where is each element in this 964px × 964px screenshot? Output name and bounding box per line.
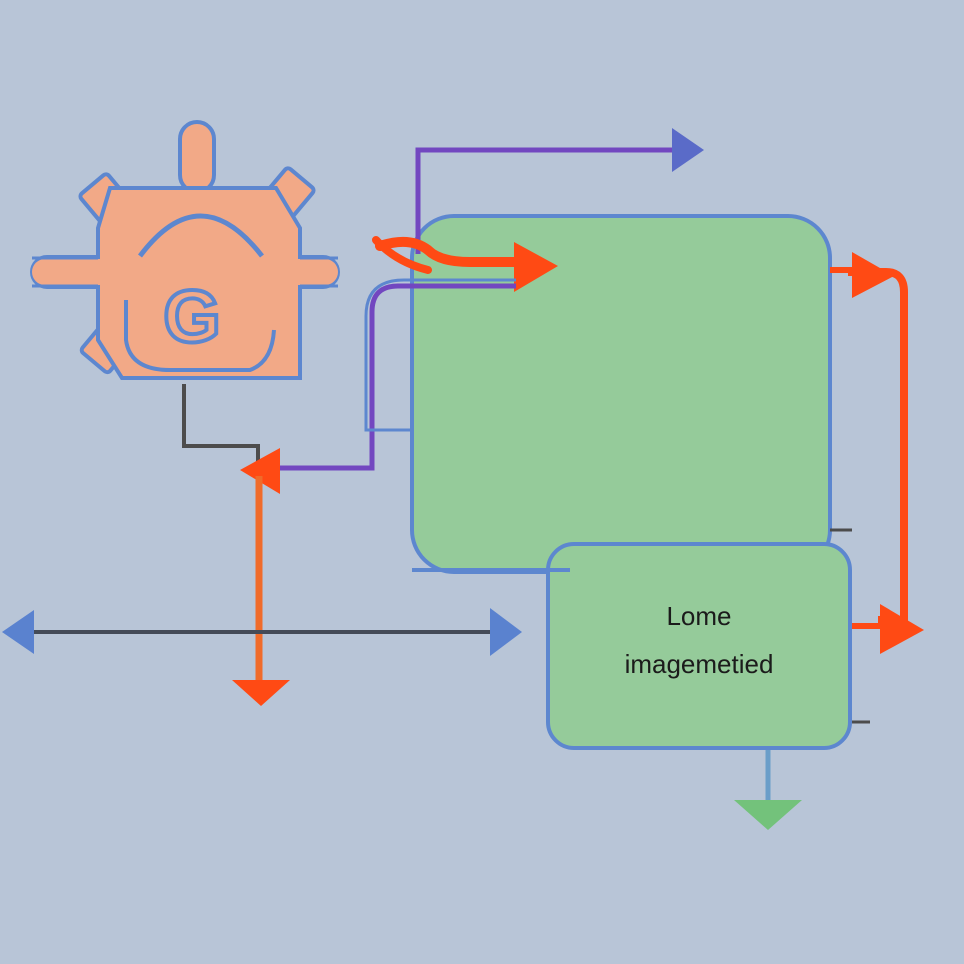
large-process-box [410,214,832,574]
purple-left-connector [262,278,516,471]
gear-g-icon: G [30,120,340,380]
gear-letter: G [163,275,221,358]
text-box [546,542,852,750]
text-box-label: Lome imagemetied [548,560,850,720]
gear-wire [182,384,260,466]
horizontal-double-arrow [2,608,522,656]
orange-down-arrow [232,476,290,706]
junction-arrowhead [240,448,280,494]
green-output-arrow [734,750,802,830]
orange-feedback-loop [830,252,924,654]
text-box-line-2: imagemetied [624,649,774,679]
purple-top-connector [415,128,704,254]
orange-input-arrow [372,236,558,292]
text-box-line-1: Lome [666,601,732,631]
